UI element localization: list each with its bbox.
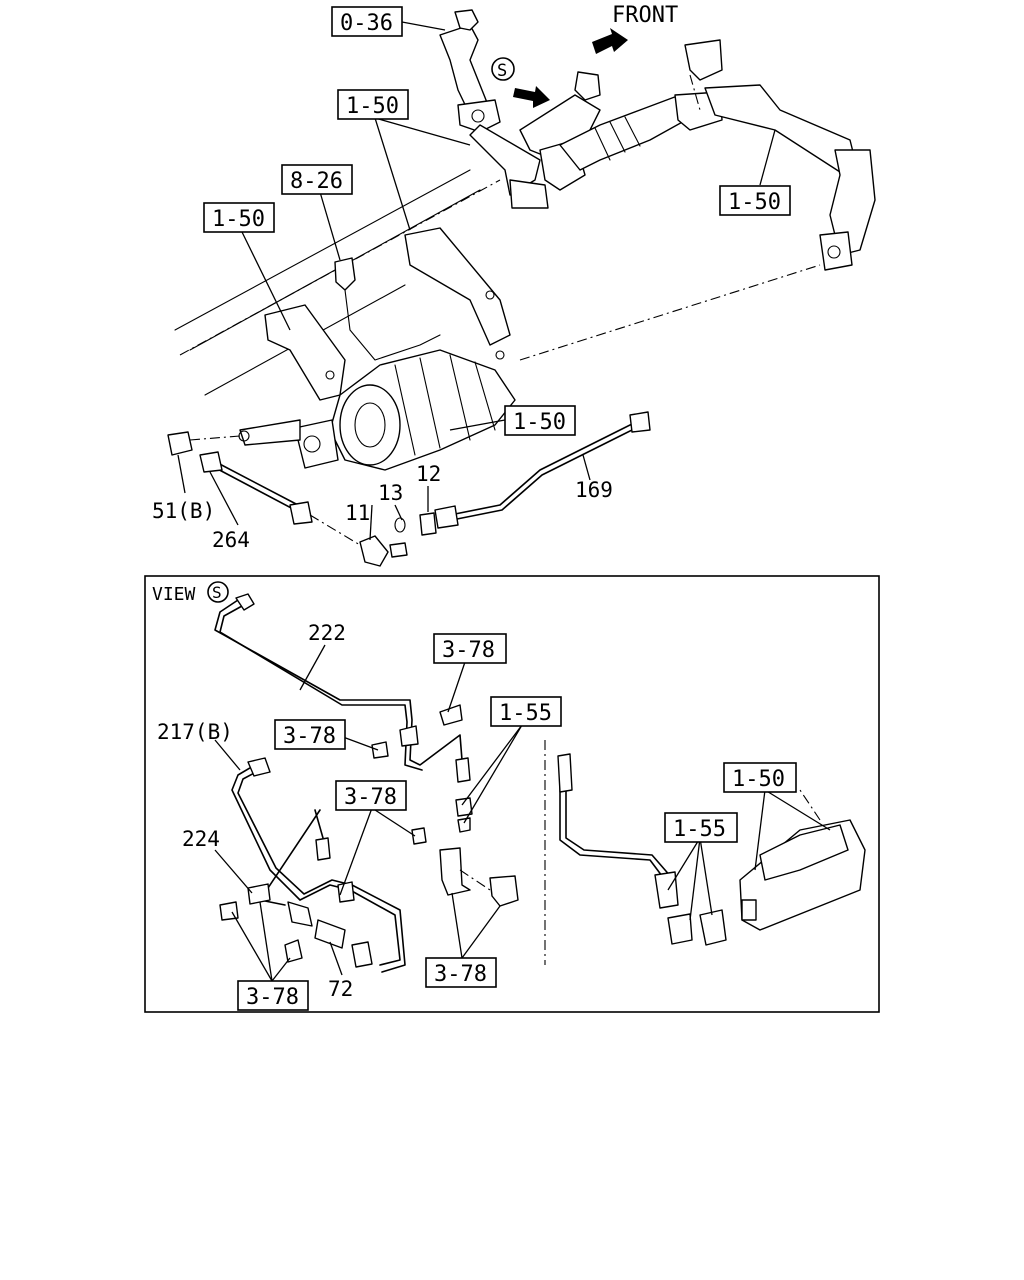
ref-box-1-50-right[interactable]: 1-50 xyxy=(719,185,791,216)
svg-text:1-50: 1-50 xyxy=(732,767,785,792)
view-ref-box-3-78-bottom-left[interactable]: 3-78 xyxy=(237,980,309,1011)
svg-text:1-50: 1-50 xyxy=(728,190,781,215)
ref-box-1-50-dpf[interactable]: 1-50 xyxy=(504,405,576,436)
view-ref-box-1-55-right[interactable]: 1-55 xyxy=(664,812,738,843)
view-panel-marker: S xyxy=(212,583,222,602)
svg-text:1-50: 1-50 xyxy=(513,410,566,435)
svg-text:0-36: 0-36 xyxy=(340,11,393,36)
view-ref-box-3-78-bottom-right[interactable]: 3-78 xyxy=(425,957,497,988)
view-ref-box-1-50[interactable]: 1-50 xyxy=(723,762,797,793)
part-13: 13 xyxy=(378,481,403,505)
view-right-assembly xyxy=(544,740,866,965)
view-ref-box-1-55-top[interactable]: 1-55 xyxy=(490,696,562,727)
dpf-unit xyxy=(167,349,516,471)
part-72: 72 xyxy=(328,977,353,1001)
view-panel-marker-circle xyxy=(207,581,229,603)
view-ref-box-3-78-left[interactable]: 3-78 xyxy=(274,719,346,750)
svg-text:3-78: 3-78 xyxy=(344,785,397,810)
pipe-217b xyxy=(231,757,406,973)
ref-box-8-26[interactable]: 8-26 xyxy=(281,164,353,195)
view-marker-circle xyxy=(491,57,515,81)
leaders-view xyxy=(214,644,831,982)
part-12: 12 xyxy=(416,462,441,486)
svg-text:3-78: 3-78 xyxy=(283,724,336,749)
part-169: 169 xyxy=(575,478,613,502)
sensor-pipes xyxy=(199,411,651,567)
brackets xyxy=(264,227,511,401)
view-ref-box-3-78-top[interactable]: 3-78 xyxy=(433,633,507,664)
svg-text:1-50: 1-50 xyxy=(212,207,265,232)
ref-box-1-50-left[interactable]: 1-50 xyxy=(203,202,275,233)
svg-text:1-55: 1-55 xyxy=(499,701,552,726)
flow-arrow-icon xyxy=(513,86,550,108)
part-222: 222 xyxy=(308,621,346,645)
view-hardware-middle xyxy=(371,704,519,907)
svg-text:3-78: 3-78 xyxy=(442,638,495,663)
pipe-224 xyxy=(219,809,355,963)
part-11: 11 xyxy=(345,501,370,525)
pipe-222 xyxy=(214,593,471,783)
view-s-panel xyxy=(144,575,880,1013)
ref-box-0-36[interactable]: 0-36 xyxy=(331,6,403,37)
front-exhaust-pipe xyxy=(439,9,549,209)
svg-text:3-78: 3-78 xyxy=(434,962,487,987)
svg-text:1-55: 1-55 xyxy=(673,817,726,842)
view-ref-box-3-78-mid[interactable]: 3-78 xyxy=(335,780,407,811)
front-label: FRONT xyxy=(612,3,678,28)
view-marker-letter: S xyxy=(497,61,507,81)
svg-text:3-78: 3-78 xyxy=(246,985,299,1010)
ref-box-1-50-top[interactable]: 1-50 xyxy=(337,89,409,120)
part-224: 224 xyxy=(182,827,220,851)
part-217b: 217(B) xyxy=(157,720,233,744)
part-51b: 51(B) xyxy=(152,499,215,523)
part-264: 264 xyxy=(212,528,250,552)
view-panel-title: VIEW xyxy=(152,584,196,605)
leaders-upper xyxy=(177,21,821,541)
upper-pipe-assembly xyxy=(519,39,876,271)
front-arrow-icon xyxy=(592,28,628,54)
svg-text:8-26: 8-26 xyxy=(290,169,343,194)
svg-text:1-50: 1-50 xyxy=(346,94,399,119)
